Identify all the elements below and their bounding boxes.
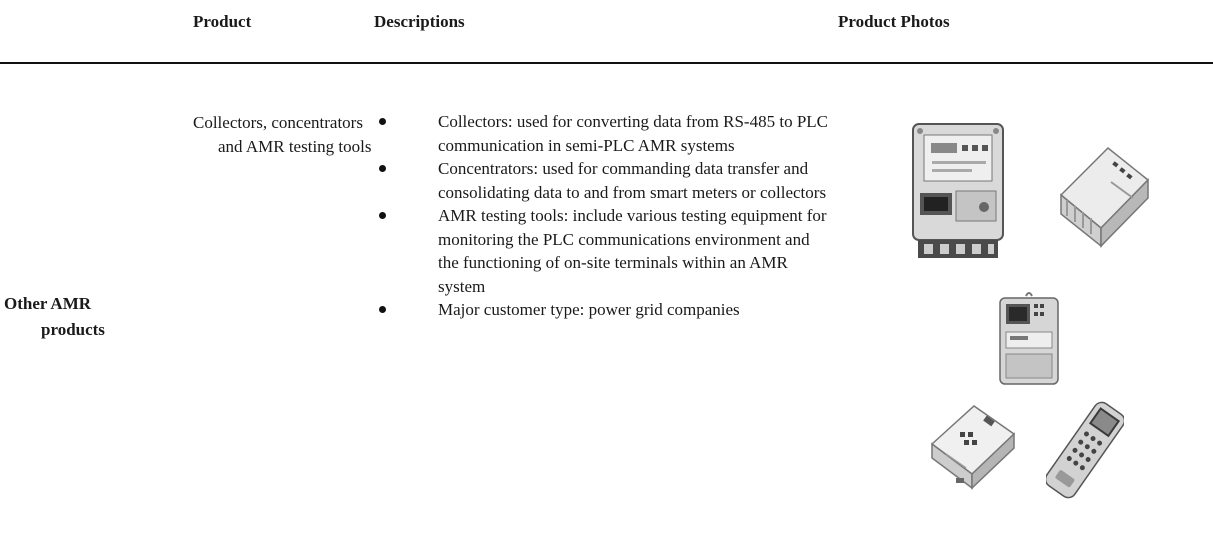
description-list: Collectors: used for converting data fro…	[374, 110, 844, 322]
category-label-line-1: Other AMR	[4, 294, 92, 313]
collector-meter-photo	[912, 123, 1004, 258]
handheld-tester-photo	[1046, 401, 1124, 499]
product-name: Collectors, concentrators and AMR testin…	[193, 113, 372, 156]
description-text: AMR testing tools: include various testi…	[438, 206, 827, 296]
header-divider	[0, 62, 1213, 64]
category-label-line-2: products	[41, 320, 105, 339]
bullet-icon	[379, 165, 386, 172]
description-item: Concentrators: used for commanding data …	[374, 157, 844, 204]
bullet-icon	[379, 306, 386, 313]
data-concentrator-terminal-photo	[999, 292, 1059, 385]
concentrator-module-photo	[1059, 146, 1150, 248]
category-label: Other AMR products	[4, 291, 140, 343]
description-item: Collectors: used for converting data fro…	[374, 110, 844, 157]
description-text: Major customer type: power grid companie…	[438, 300, 740, 319]
description-item: AMR testing tools: include various testi…	[374, 204, 844, 298]
description-item: Major customer type: power grid companie…	[374, 298, 844, 322]
collector-box-photo	[930, 405, 1016, 490]
column-header-descriptions: Descriptions	[374, 12, 465, 31]
column-header-product-photos: Product Photos	[838, 12, 950, 31]
bullet-icon	[379, 118, 386, 125]
description-text: Collectors: used for converting data fro…	[438, 112, 828, 155]
bullet-icon	[379, 212, 386, 219]
description-text: Concentrators: used for commanding data …	[438, 159, 827, 202]
column-header-product: Product	[193, 12, 252, 31]
